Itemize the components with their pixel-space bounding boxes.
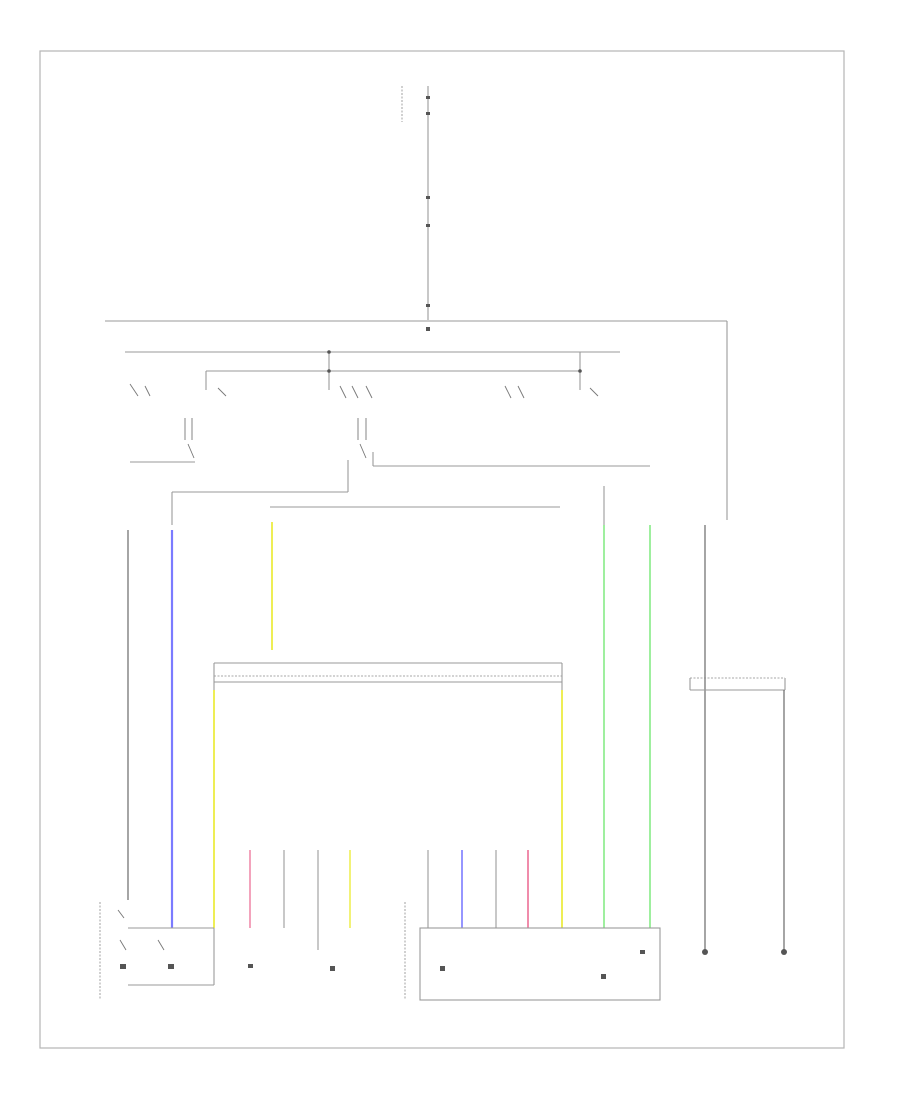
mirror-sub-wires <box>249 850 529 950</box>
diagram-frame <box>39 50 845 1049</box>
ground-symbols <box>702 949 787 955</box>
vertical-wires <box>127 522 706 950</box>
left-mirror-module <box>99 902 335 1000</box>
steering-switch-contacts <box>129 383 650 467</box>
feeder-wires <box>171 460 605 525</box>
instrument-panel-connector <box>689 677 786 950</box>
main-bus <box>105 320 728 520</box>
top-feed <box>401 86 430 320</box>
right-mirror-module <box>404 902 661 1001</box>
shield-connector <box>213 662 563 690</box>
